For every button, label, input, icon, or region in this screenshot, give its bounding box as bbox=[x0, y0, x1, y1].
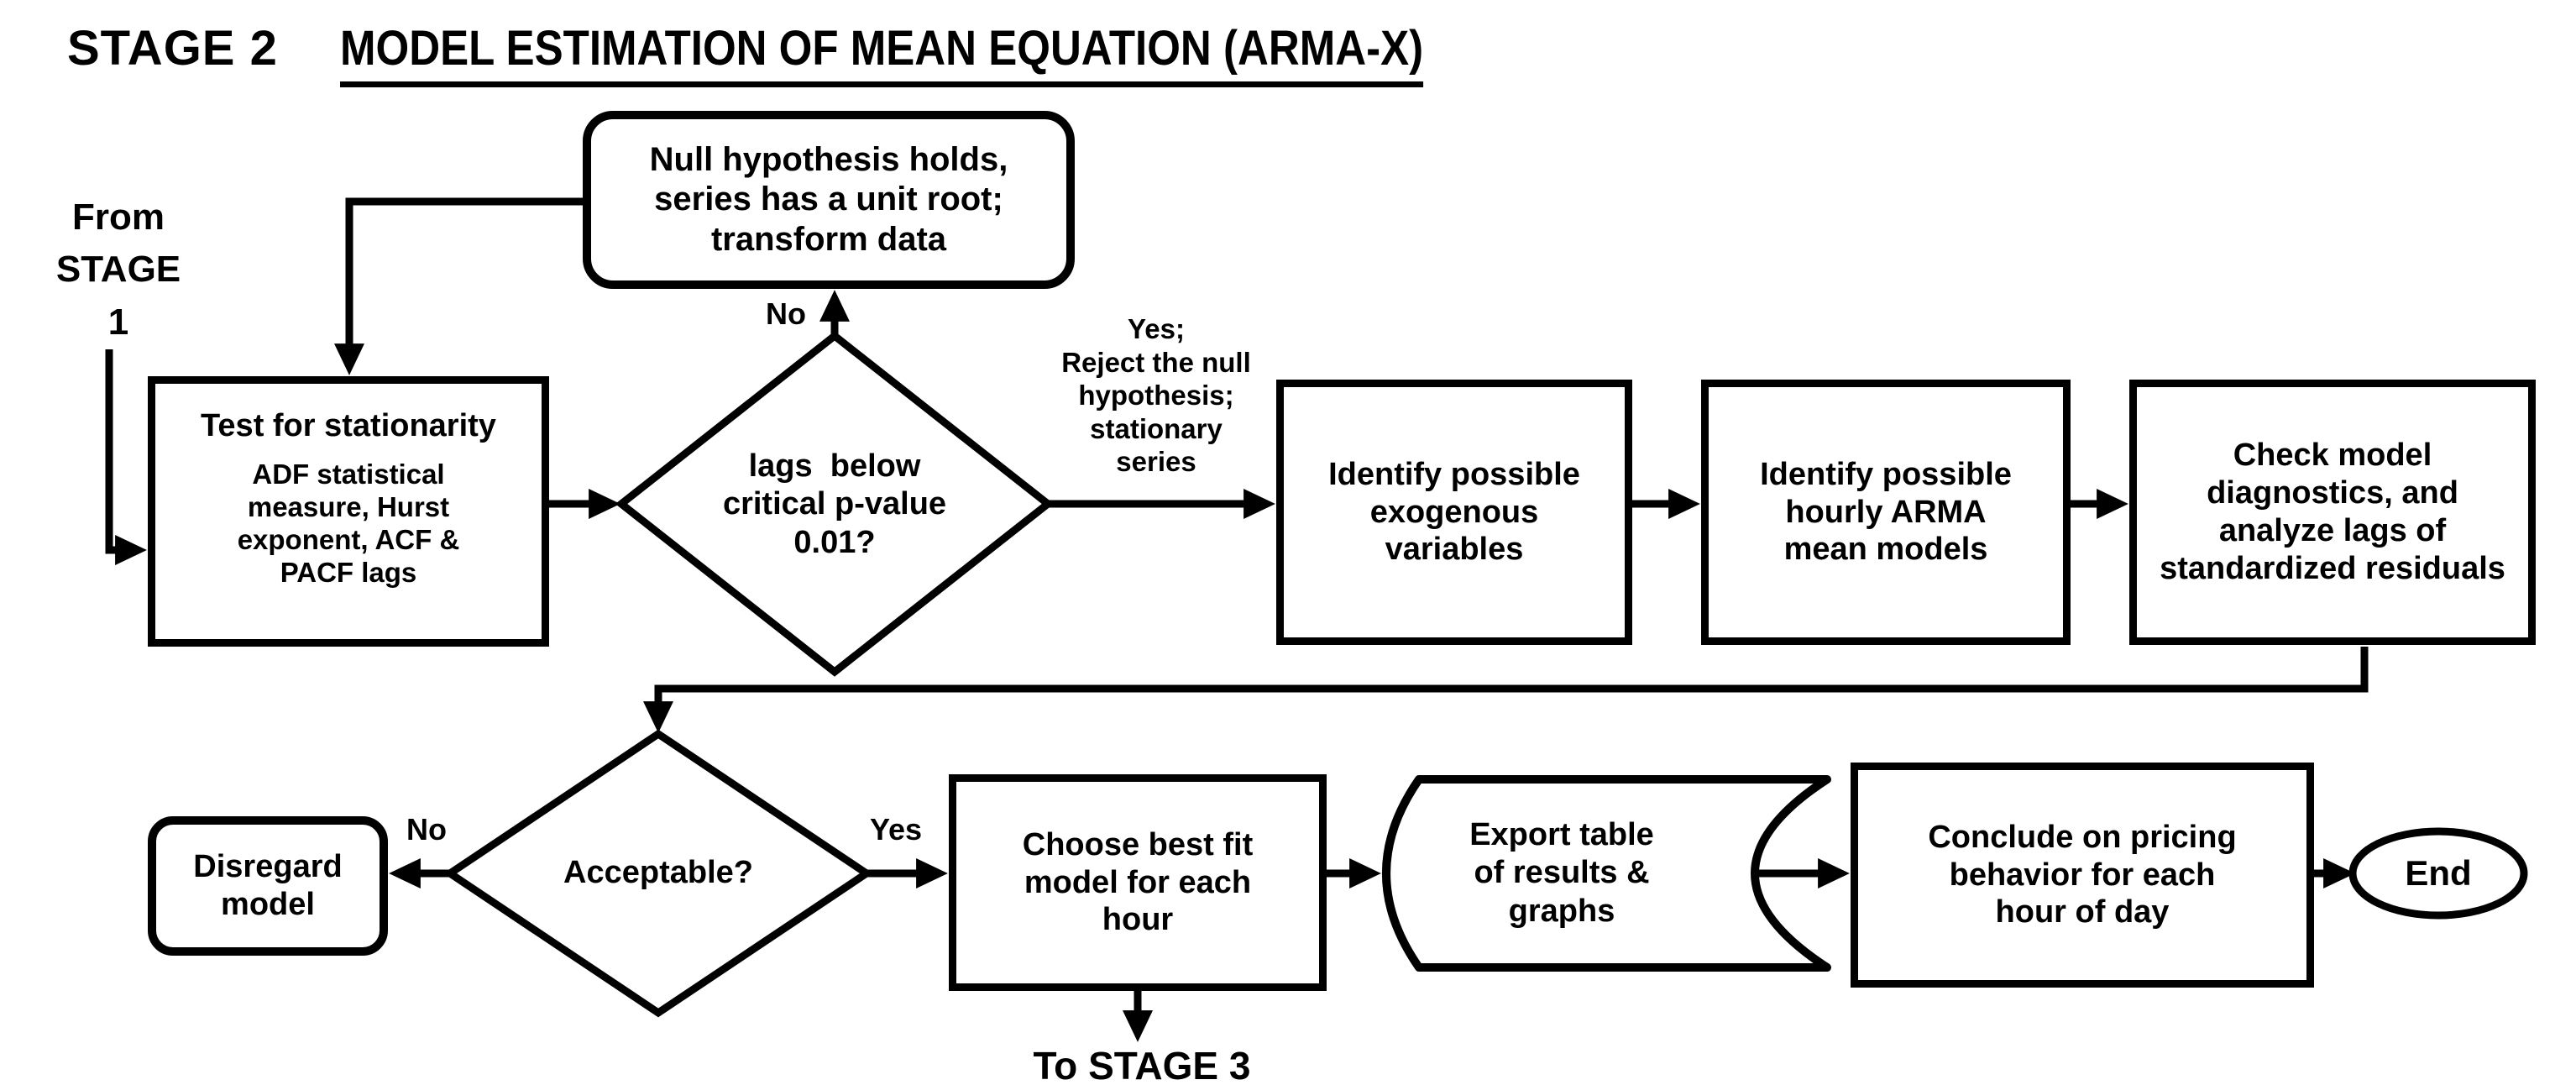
null-hypothesis-line3: transform data bbox=[710, 220, 947, 258]
test-body-line1: ADF statistical bbox=[252, 458, 445, 490]
conclude-line2: behavior for each bbox=[1949, 857, 2216, 893]
exogenous-line2: exogenous bbox=[1369, 494, 1539, 530]
disregard-line2: model bbox=[221, 887, 315, 922]
title-bar: STAGE 2 MODEL ESTIMATION OF MEAN EQUATION… bbox=[67, 20, 1571, 87]
diagnostics-line1: Check model bbox=[2233, 438, 2432, 474]
edge-nullbox-to-testbox-feedback bbox=[334, 197, 583, 375]
disregard-line1: Disregard bbox=[193, 849, 343, 885]
test-stationarity-title: Test for stationarity bbox=[201, 408, 496, 443]
edge-label-no-unit-root: No bbox=[766, 296, 806, 331]
null-hypothesis-line1: Null hypothesis holds, bbox=[649, 141, 1008, 179]
test-body-line4: PACF lags bbox=[280, 556, 417, 588]
choose-line3: hour bbox=[1102, 902, 1174, 938]
diagnostics-line2: diagnostics, and bbox=[2207, 475, 2458, 511]
node-exogenous-variables: Identify possible exogenous variables bbox=[1276, 380, 1632, 645]
edge-label-no-acceptable: No bbox=[406, 812, 447, 847]
node-check-diagnostics: Check model diagnostics, and analyze lag… bbox=[2129, 380, 2536, 645]
null-hypothesis-line2: series has a unit root; bbox=[654, 181, 1003, 218]
node-conclude-pricing: Conclude on pricing behavior for each ho… bbox=[1851, 763, 2314, 988]
yes-stationary-line4: stationary bbox=[1090, 412, 1223, 444]
from-stage1-line3: 1 bbox=[107, 301, 129, 343]
stage-label: STAGE 2 bbox=[67, 21, 278, 76]
page-title: MODEL ESTIMATION OF MEAN EQUATION (ARMA-… bbox=[339, 20, 1423, 87]
choose-line1: Choose best fit bbox=[1022, 826, 1254, 862]
exogenous-line1: Identify possible bbox=[1328, 456, 1580, 492]
decision-p-value-diamond bbox=[615, 331, 1055, 677]
from-stage1-line2: STAGE bbox=[55, 249, 181, 291]
test-stationarity-body: ADF statistical measure, Hurst exponent,… bbox=[238, 459, 460, 590]
conclude-line1: Conclude on pricing bbox=[1928, 819, 2237, 855]
diagnostics-line3: analyze lags of bbox=[2218, 513, 2447, 548]
edge-label-yes-acceptable: Yes bbox=[869, 812, 923, 847]
node-choose-best-fit: Choose best fit model for each hour bbox=[949, 774, 1327, 991]
yes-stationary-line2: Reject the null bbox=[1061, 346, 1251, 378]
from-stage1-label: From STAGE 1 bbox=[30, 191, 207, 349]
to-stage3-label: To STAGE 3 bbox=[1033, 1044, 1251, 1085]
yes-stationary-line5: series bbox=[1116, 446, 1196, 478]
choose-line2: model for each bbox=[1024, 864, 1252, 900]
arma-line3: mean models bbox=[1783, 532, 1988, 568]
arma-line2: hourly ARMA bbox=[1785, 494, 1987, 530]
decision-acceptable-diamond bbox=[442, 729, 874, 1018]
test-body-line3: exponent, ACF & bbox=[237, 523, 460, 555]
export-stored-data-shape bbox=[1382, 775, 1831, 972]
test-body-line2: measure, Hurst bbox=[247, 490, 450, 522]
node-null-hypothesis: Null hypothesis holds, series has a unit… bbox=[583, 111, 1075, 289]
yes-stationary-line3: hypothesis; bbox=[1078, 380, 1234, 411]
exogenous-line3: variables bbox=[1385, 532, 1524, 568]
arma-line1: Identify possible bbox=[1760, 456, 2012, 492]
diagnostics-line4: standardized residuals bbox=[2160, 550, 2505, 586]
end-terminator-ellipse bbox=[2348, 827, 2528, 920]
edge-diagnostics-to-acceptable bbox=[643, 647, 2369, 733]
edge-label-yes-stationary: Yes; Reject the null hypothesis; station… bbox=[1034, 312, 1278, 479]
yes-stationary-line1: Yes; bbox=[1128, 313, 1185, 344]
node-disregard-model: Disregard model bbox=[148, 816, 388, 956]
node-arma-mean-models: Identify possible hourly ARMA mean model… bbox=[1701, 380, 2071, 645]
from-stage1-line1: From bbox=[72, 197, 165, 238]
edge-from-stage1-to-test bbox=[105, 349, 147, 565]
conclude-line3: hour of day bbox=[1995, 894, 2170, 930]
node-test-stationarity: Test for stationarity ADF statistical me… bbox=[148, 376, 549, 647]
